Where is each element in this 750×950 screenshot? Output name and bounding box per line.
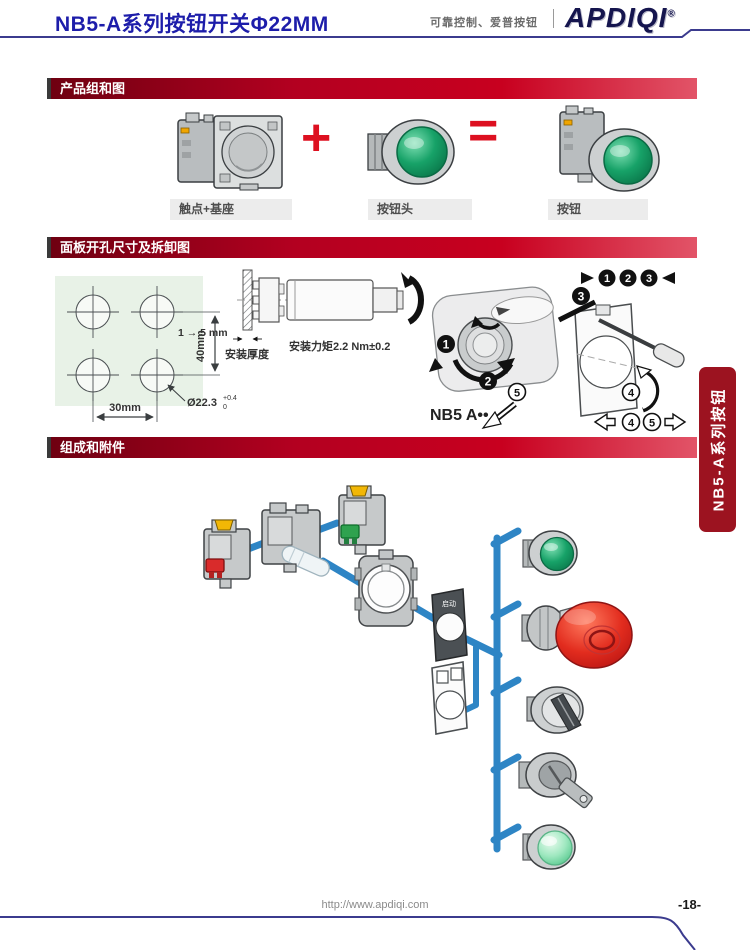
step-sequence-bottom: 4 5: [593, 412, 687, 432]
plus-sign: +: [301, 109, 332, 167]
tightening-tool-drawing: 安装力矩2.2 Nm±0.2: [237, 272, 424, 353]
footer-rule: [0, 916, 696, 950]
banner-product-combo: 产品组和图: [47, 78, 697, 99]
footer-url[interactable]: http://www.apdiqi.com: [321, 899, 429, 911]
side-tab-series: NB5-A系列按钮: [699, 367, 736, 532]
lamp-module: [261, 502, 330, 577]
banner-parts-accessories: 组成和附件: [47, 437, 697, 458]
parts-accessories-diagram: 启动: [203, 485, 633, 870]
badge-4: 4: [628, 388, 635, 400]
step-5-bottom: 5: [649, 418, 655, 430]
brand-logo: APDIQI®: [565, 2, 676, 34]
legend-plate-text: 启动: [442, 599, 456, 608]
disassembly-drawing: 1 2 3: [429, 269, 687, 432]
model-text: NB5 A••: [430, 407, 489, 424]
badge-5: 5: [514, 388, 520, 400]
dim-40mm: 40mm: [195, 330, 207, 362]
step-2-top: 2: [625, 273, 631, 285]
step-badges: 1 2 3 5 4: [429, 287, 641, 402]
selector-switch-head: [526, 686, 584, 734]
thickness-label: 安装厚度: [225, 347, 270, 361]
equals-sign: =: [468, 102, 499, 160]
brand-logo-text: APDIQI: [565, 2, 668, 33]
contact-block-nc: [203, 519, 251, 589]
step-sequence-top: 1 2 3: [581, 269, 675, 287]
step-1-top: 1: [604, 273, 610, 285]
screwdriver-handle: [652, 343, 685, 368]
page-number: -18-: [678, 897, 702, 912]
badge-2: 2: [485, 375, 492, 389]
step-4-bottom: 4: [628, 418, 635, 430]
legend-plate-holder: [431, 661, 468, 735]
dim-hole-diameter: Ø22.3: [187, 397, 217, 409]
legend-plate: 启动: [431, 588, 468, 662]
badge-1: 1: [443, 338, 450, 352]
key-switch-head: [518, 752, 593, 809]
mounting-base: [354, 549, 418, 627]
banner-panel-cutout: 面板开孔尺寸及拆卸图: [47, 237, 697, 258]
combo-label-contact-base: 触点+基座: [170, 199, 292, 220]
badge-3: 3: [578, 290, 585, 304]
drill-template: 40mm 30mm Ø22.3 +0.4 0: [55, 276, 237, 422]
registered-mark: ®: [667, 8, 676, 20]
contact-base-illustration: [177, 112, 283, 191]
torque-label: 安装力矩2.2 Nm±0.2: [289, 339, 390, 353]
dim-hole-tol-zero: 0: [223, 404, 227, 411]
contact-block-no: [338, 485, 386, 555]
dim-30mm: 30mm: [109, 402, 141, 414]
button-head-green: [522, 530, 578, 576]
combo-label-button-head: 按钮头: [368, 199, 472, 220]
step-3-top: 3: [646, 273, 652, 285]
panel-cutout-drawing: 40mm 30mm Ø22.3 +0.4 0 1 → 5 mm 安装厚度: [55, 269, 687, 432]
mounting-thickness-drawing: 1 → 5 mm 安装厚度: [178, 269, 270, 361]
complete-button-illustration: [559, 105, 660, 192]
thickness-range-label: 1 → 5 mm: [178, 327, 228, 339]
illuminated-button-head: [522, 824, 576, 870]
header-separator: [553, 9, 554, 28]
side-tab-label: NB5-A系列按钮: [710, 387, 727, 512]
page-title: NB5-A系列按钮开关Φ22MM: [55, 13, 329, 36]
combo-label-button: 按钮: [548, 199, 648, 220]
dim-hole-tol-plus: +0.4: [223, 395, 237, 402]
emergency-stop-head: [521, 601, 633, 669]
brand-tagline: 可靠控制、爱普按钮: [430, 17, 538, 29]
button-head-illustration: [367, 119, 455, 185]
